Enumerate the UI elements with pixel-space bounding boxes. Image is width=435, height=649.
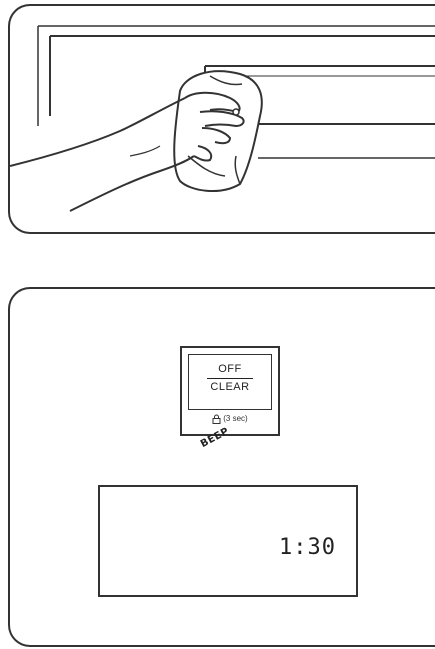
button-divider xyxy=(207,378,253,379)
illustration-panel-wipe xyxy=(8,4,435,234)
off-clear-button[interactable]: OFF CLEAR xyxy=(188,354,272,410)
hold-hint-text: (3 sec) xyxy=(223,414,247,423)
hold-hint: (3 sec) xyxy=(182,414,278,424)
button-clear-label: CLEAR xyxy=(189,381,271,393)
button-off-label: OFF xyxy=(189,363,271,375)
off-clear-button-frame: OFF CLEAR (3 sec) xyxy=(180,346,280,436)
display-screen: 1:30 xyxy=(98,485,358,597)
display-time: 1:30 xyxy=(279,535,336,560)
lock-icon xyxy=(212,414,221,424)
wiping-hand-icon xyxy=(10,6,435,232)
illustration-panel-lock: OFF CLEAR (3 sec) BEEP 1:30 xyxy=(8,287,435,647)
